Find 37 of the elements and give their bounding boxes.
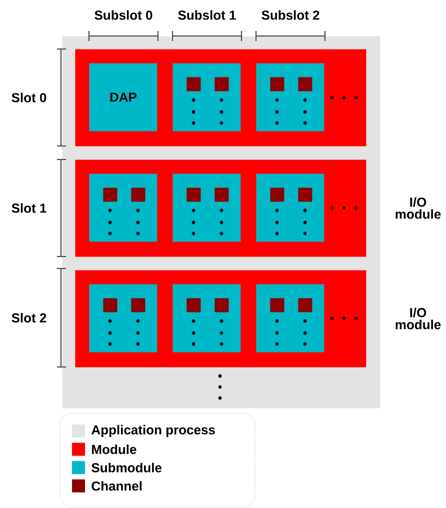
module-label: I/O module	[396, 308, 441, 330]
slot-label: Slot 2	[12, 312, 46, 323]
channel-box	[270, 298, 284, 312]
channel-box	[270, 77, 284, 92]
submodule-box	[89, 284, 158, 352]
legend-label: Submodule	[92, 462, 162, 472]
submodule-box	[256, 284, 324, 352]
legend-label: Channel	[92, 481, 142, 491]
channel-box	[186, 188, 201, 202]
channel-box	[186, 77, 201, 92]
submodule-box: DAP	[89, 63, 158, 132]
channel-box	[131, 188, 146, 202]
subslot-label: Subslot 1	[178, 10, 236, 20]
submodule-box	[256, 63, 324, 132]
subslot-label: Subslot 0	[94, 10, 152, 20]
subslot-label: Subslot 2	[262, 10, 320, 20]
channel-box	[214, 188, 229, 202]
channel-box	[270, 188, 284, 202]
submodule-box	[172, 284, 241, 352]
slot-label: Slot 0	[12, 92, 46, 102]
channel-box	[214, 298, 229, 312]
channel-box	[298, 188, 312, 202]
submodule-box	[256, 174, 324, 242]
module-label: I/O module	[396, 197, 441, 219]
submodule-box	[89, 174, 158, 242]
channel-box	[103, 298, 118, 312]
channel-box	[186, 298, 201, 312]
slot-label: Slot 1	[12, 203, 46, 213]
legend-label: Application process	[92, 424, 215, 438]
channel-box	[298, 77, 312, 92]
channel-box	[214, 77, 229, 92]
submodule-box	[172, 174, 241, 242]
channel-box	[298, 298, 312, 312]
submodule-box	[172, 63, 241, 132]
channel-box	[103, 188, 118, 202]
channel-box	[131, 298, 146, 312]
legend-label: Module	[92, 444, 136, 454]
